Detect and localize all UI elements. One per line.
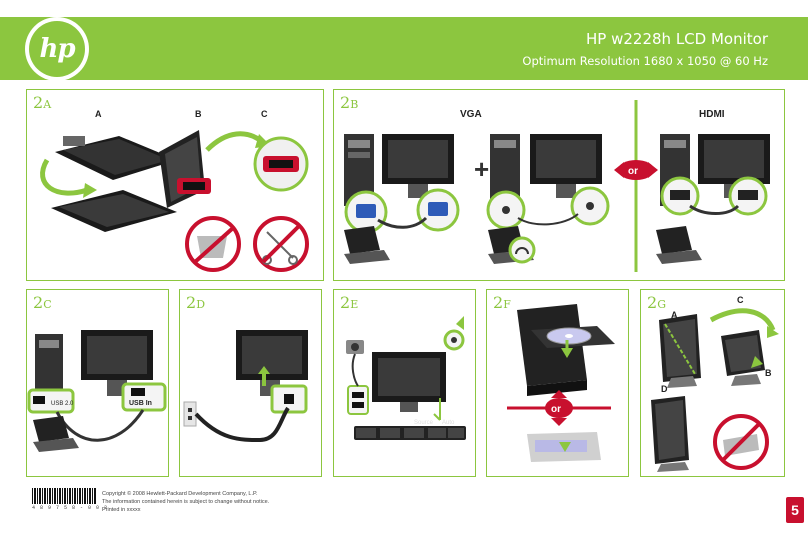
panel-label: 2E: [340, 293, 359, 312]
panel-2g: 2G A B C D: [640, 289, 785, 477]
printed-text: Printed in xxxxx: [102, 507, 141, 513]
panel-label: 2A: [33, 93, 52, 112]
copyright-text: Copyright © 2008 Hewlett-Packard Develop…: [102, 491, 258, 497]
or-badge: or: [628, 166, 638, 177]
header-banner: hp HP w2228h LCD Monitor Optimum Resolut…: [0, 17, 808, 81]
source-button-label: Source: [414, 420, 434, 426]
page-number: 5: [786, 497, 804, 523]
vga-heading: VGA: [460, 109, 482, 120]
step-label-c: C: [737, 295, 744, 305]
hp-logo-text: hp: [29, 21, 85, 77]
usb-2-label: USB 2.0: [51, 401, 74, 407]
panel-2a: 2A A B C: [26, 89, 324, 281]
or-badge: or: [551, 404, 561, 415]
power-connection-illustration: [183, 330, 308, 443]
product-title: HP w2228h LCD Monitor: [586, 30, 768, 48]
step-label-c: C: [261, 109, 268, 119]
barcode: [32, 488, 96, 504]
step-label-a: A: [671, 310, 678, 320]
panel-2e: 2E Source Auto: [333, 289, 476, 477]
panel-label: 2F: [493, 293, 511, 312]
usb-connection-illustration: [27, 330, 167, 452]
software-disc-illustration: or: [507, 304, 615, 462]
panel-2c: 2C USB 2.0 USB In: [26, 289, 169, 477]
usb-in-label: USB In: [129, 400, 152, 407]
power-on-illustration: [346, 316, 466, 440]
panel-2d: 2D: [179, 289, 322, 477]
unpack-illustration: [40, 130, 309, 272]
panel-2f: 2F or: [486, 289, 629, 477]
step-label-b: B: [765, 368, 772, 378]
step-label-b: B: [195, 109, 202, 119]
barcode-number: 4 8 9 7 5 8 - 0 0 3: [32, 505, 109, 511]
step-label-a: A: [95, 109, 102, 119]
auto-button-label: Auto: [442, 420, 455, 426]
panel-2b: 2B VGA HDMI +: [333, 89, 785, 281]
resolution-subtitle: Optimum Resolution 1680 x 1050 @ 60 Hz: [522, 54, 768, 68]
adjust-monitor-illustration: [651, 308, 779, 472]
video-connection-illustration: + or: [344, 100, 770, 272]
panel-label: 2C: [33, 293, 52, 312]
notice-text: The information contained herein is subj…: [102, 499, 270, 505]
plus-sign: +: [474, 154, 489, 184]
panel-label: 2B: [340, 93, 359, 112]
step-label-d: D: [661, 384, 668, 394]
panel-label: 2G: [647, 293, 666, 312]
hdmi-heading: HDMI: [699, 109, 725, 120]
hp-logo: hp: [25, 17, 89, 81]
panel-label: 2D: [186, 293, 206, 312]
